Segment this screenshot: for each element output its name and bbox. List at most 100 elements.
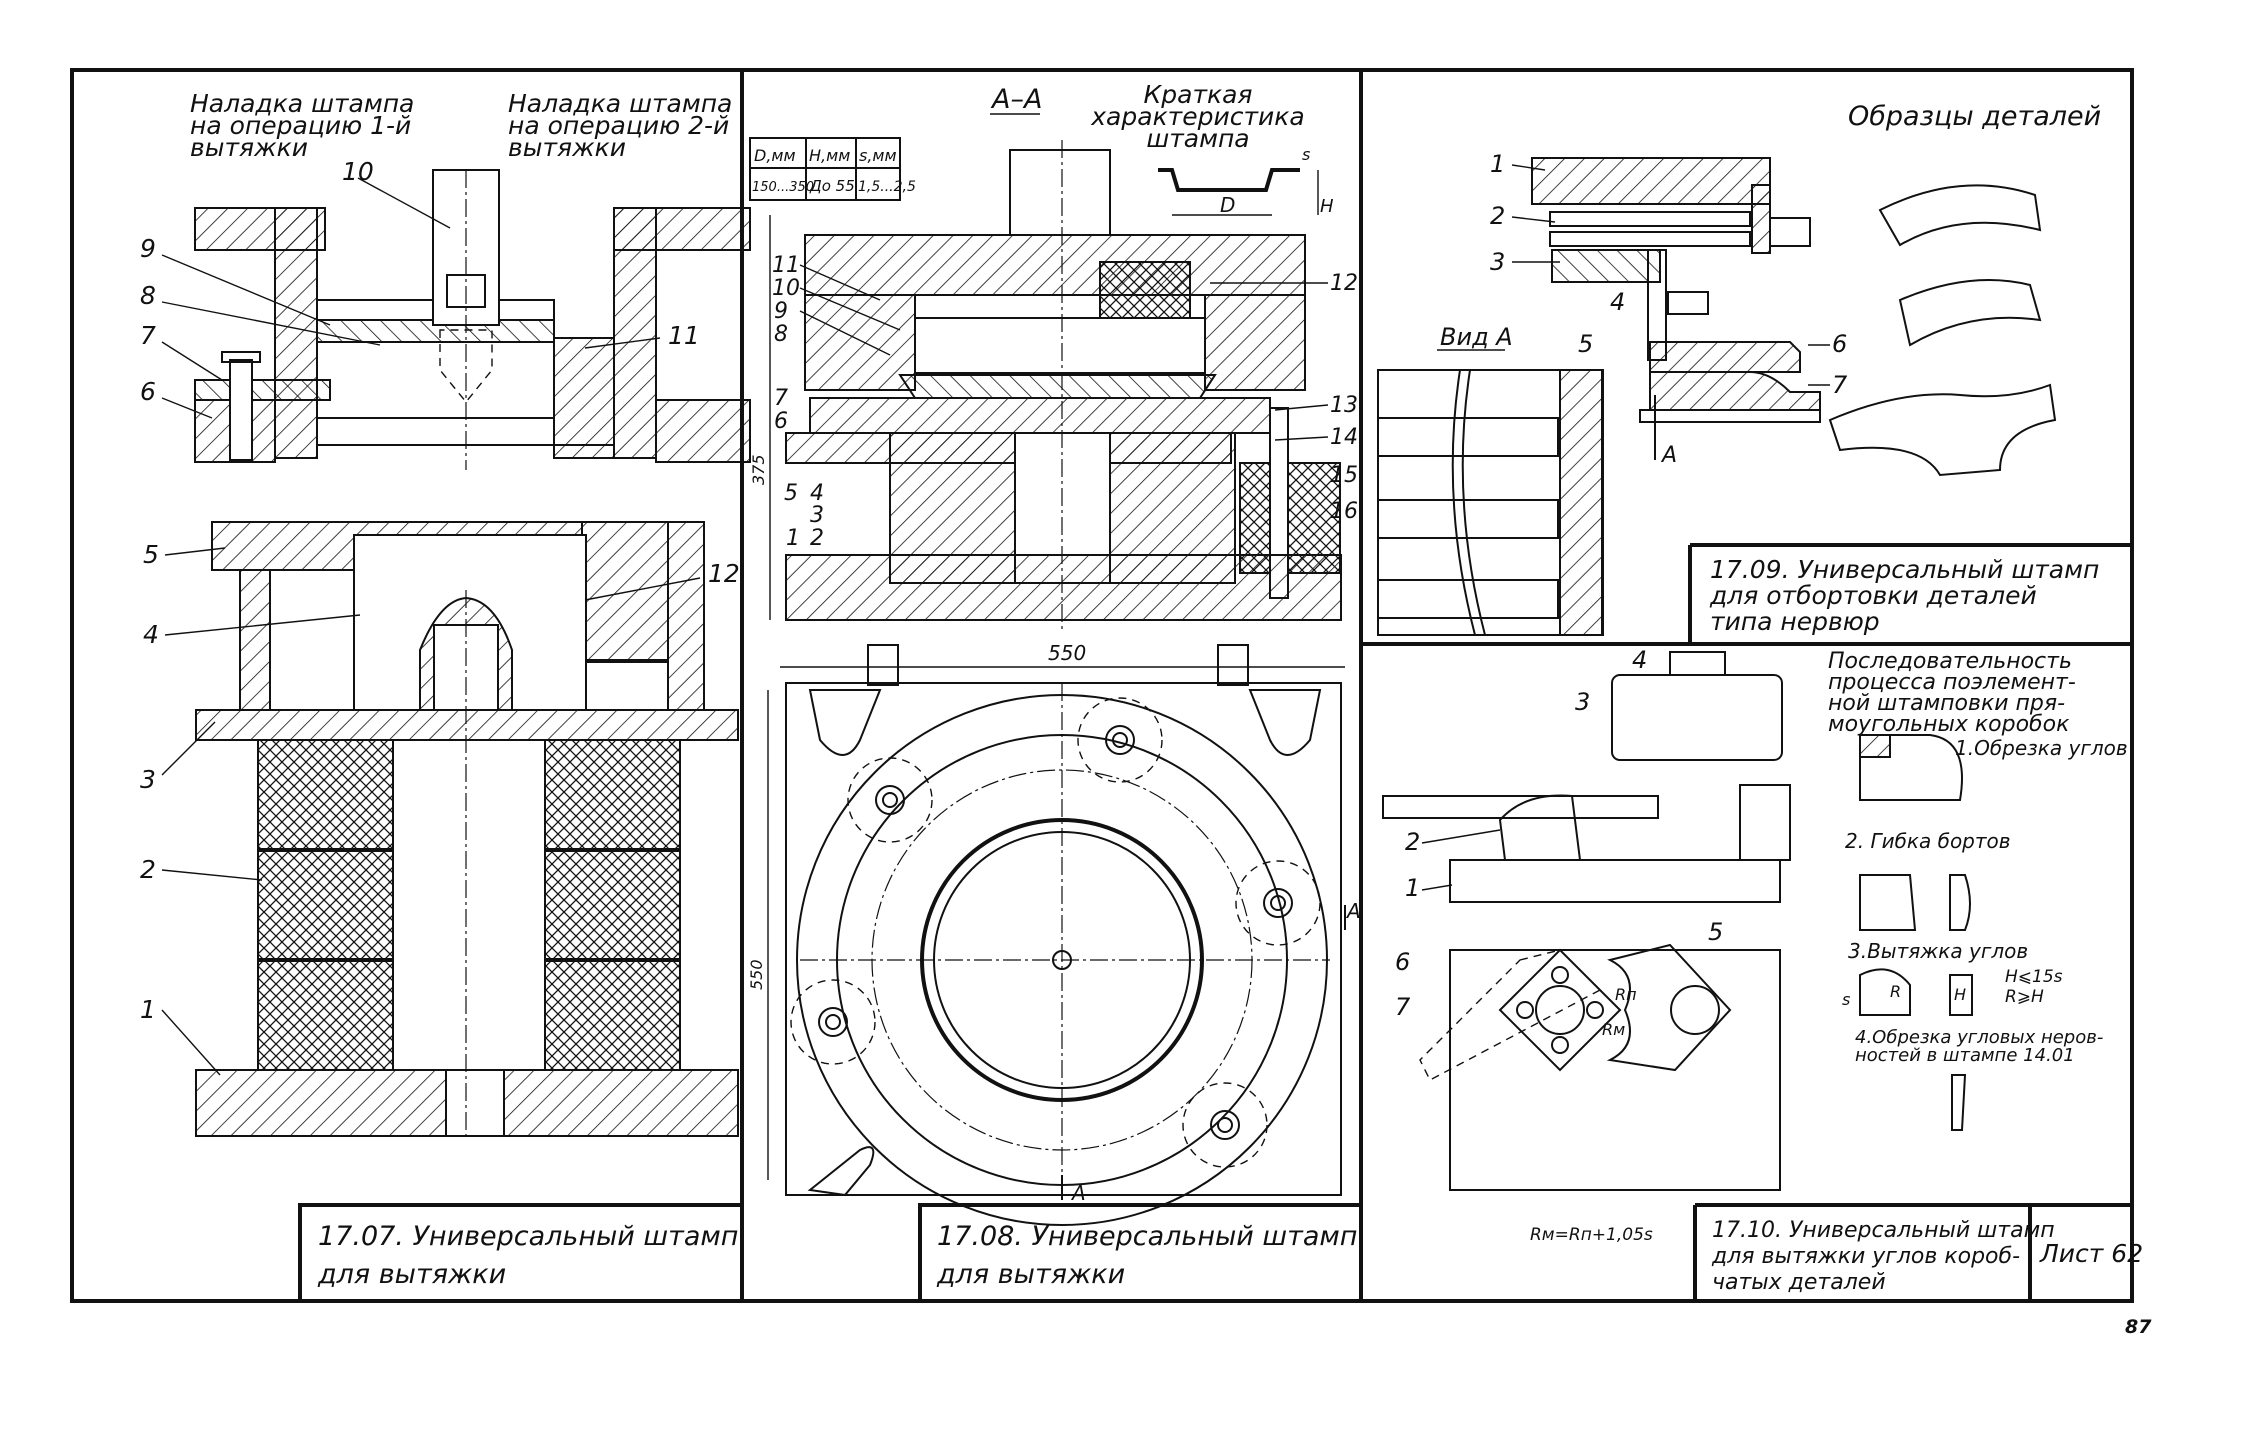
caption-17-09-line1: 17.09. Универсальный штамп <box>1710 555 2099 584</box>
callout-4: 4 <box>1610 288 1625 316</box>
step-4: 4.Обрезка угловых неров-ностей в штампе … <box>1855 1027 2103 1066</box>
callout-9: 9 <box>140 234 156 263</box>
callout-1: 1 <box>786 526 800 551</box>
callout-15: 15 <box>1330 463 1358 488</box>
spec-header-s: s,мм <box>859 146 897 165</box>
callout-4: 4 <box>810 481 824 506</box>
callout-6: 6 <box>774 409 788 434</box>
callout-2: 2 <box>810 526 824 551</box>
section-mark-bottom: А <box>1070 1181 1086 1205</box>
caption-17-07: 17.07. Универсальный штамп для вытяжки 1… <box>298 1203 744 1303</box>
spec-value-s: 1,5...2,5 <box>858 179 916 195</box>
caption-17-07-line2: для вытяжки <box>317 1259 506 1290</box>
caption-17-09: 17.09. Универсальный штамп для отбортовк… <box>1688 543 2132 644</box>
callout-1: 1 <box>1405 874 1420 902</box>
caption-17-08-line2: для вытяжки <box>936 1259 1125 1290</box>
section-a-a: 3 7 5 <box>749 140 1342 630</box>
callout-3: 3 <box>1575 688 1590 716</box>
panel-17-09: Образцы деталей 1 2 3 4 5 6 7 <box>1377 101 2132 644</box>
callout-5: 5 <box>143 540 159 569</box>
callout-3: 3 <box>140 765 156 794</box>
view-a-label: Вид А <box>1440 323 1513 351</box>
caption-17-09-line2: для отбортовки деталей <box>1709 581 2037 610</box>
callout-1: 1 <box>1490 150 1505 178</box>
flanging-die <box>1531 157 1821 423</box>
callout-7: 7 <box>140 321 156 350</box>
caption-17-08: 17.08. Универсальный штамп для вытяжки 1… <box>918 1203 1363 1303</box>
callout-5: 5 <box>784 481 798 506</box>
dim-550-vertical: 550 <box>747 959 766 990</box>
spec-header-d: D,мм <box>754 146 796 165</box>
callout-1: 1 <box>140 995 156 1024</box>
formula: Rм=Rп+1,05s <box>1530 1225 1653 1245</box>
callout-10: 10 <box>772 276 800 301</box>
corner-die-plan: Rп Rм Rм=Rп+1,05s <box>1419 943 1781 1245</box>
callout-7: 7 <box>1395 993 1411 1021</box>
condition-2: R⩾H <box>2005 987 2044 1007</box>
dim-d: D <box>1220 193 1235 217</box>
caption-17-10-line2: для вытяжки углов короб- <box>1711 1244 2020 1269</box>
section-mark-right: А <box>1345 899 1361 923</box>
dim-375: 375 <box>749 454 768 485</box>
callout-4: 4 <box>1632 646 1647 674</box>
callout-12: 12 <box>1330 271 1358 296</box>
view-a <box>1377 369 1604 636</box>
callout-16: 16 <box>1330 499 1358 524</box>
callout-11: 11 <box>772 253 800 278</box>
caption-17-07-line1: 17.07. Универсальный штамп <box>318 1221 738 1252</box>
callout-2: 2 <box>140 855 156 884</box>
callout-5: 5 <box>1708 918 1723 946</box>
callout-14: 14 <box>1330 425 1358 450</box>
callouts-17-07: 10 9 8 7 6 11 5 4 12 3 2 1 <box>140 157 740 1076</box>
callout-4: 4 <box>143 620 159 649</box>
label-s: s <box>1842 990 1850 1009</box>
spec-header-h: H,мм <box>809 146 850 165</box>
callout-6: 6 <box>1395 948 1410 976</box>
callout-10: 10 <box>342 157 374 186</box>
callout-2: 2 <box>1490 202 1505 230</box>
callout-8: 8 <box>140 281 156 310</box>
sequence-steps: 1.Обрезка углов 2. Гибка бортов R s H 3.… <box>1842 734 2128 1131</box>
label-rn: Rп <box>1615 985 1637 1004</box>
section-label: А–А <box>990 84 1042 115</box>
callout-3: 3 <box>810 503 824 528</box>
callout-7: 7 <box>774 386 788 411</box>
arrow-a-label: А <box>1660 443 1677 468</box>
label-rm: Rм <box>1602 1020 1625 1039</box>
caption-17-10-line1: 17.10. Универсальный штамп <box>1712 1218 2055 1243</box>
caption-17-10-line3: чатых деталей <box>1712 1270 1886 1295</box>
callout-13: 13 <box>1330 393 1358 418</box>
callout-12: 12 <box>708 559 740 588</box>
dim-s: s <box>1302 145 1310 164</box>
caption-17-08-line1: 17.08. Универсальный штамп <box>937 1221 1357 1252</box>
dim-550-horizontal: 550 <box>1048 641 1086 665</box>
plan-view: 550 550 <box>747 641 1361 1226</box>
callout-3: 3 <box>1490 248 1505 276</box>
spec-value-h: До 55 <box>809 177 855 195</box>
condition-1: H⩽15s <box>2005 967 2063 987</box>
callout-8: 8 <box>774 322 788 347</box>
bolt-holes <box>790 697 1321 1168</box>
dim-h: H <box>1320 196 1334 217</box>
samples-title: Образцы деталей <box>1848 101 2101 132</box>
callout-6: 6 <box>140 377 156 406</box>
callouts-17-08: 11 10 9 8 7 6 5 4 3 2 1 12 13 14 15 16 <box>772 253 1358 551</box>
caption-17-09-line3: типа нервюр <box>1710 607 1880 636</box>
corner-drawing-die <box>1382 651 1791 903</box>
callout-6: 6 <box>1832 330 1847 358</box>
callout-2: 2 <box>1405 828 1420 856</box>
step-1: 1.Обрезка углов <box>1955 736 2128 760</box>
step-3: 3.Вытяжка углов <box>1848 939 2028 963</box>
callout-11: 11 <box>668 321 700 350</box>
callout-5: 5 <box>1578 330 1593 358</box>
label-r: R <box>1890 982 1901 1001</box>
spec-value-d: 150...350 <box>752 180 814 195</box>
spec-table: D,мм H,мм s,мм 150...350 До 55 1,5...2,5 <box>749 137 916 201</box>
callout-9: 9 <box>774 299 788 324</box>
